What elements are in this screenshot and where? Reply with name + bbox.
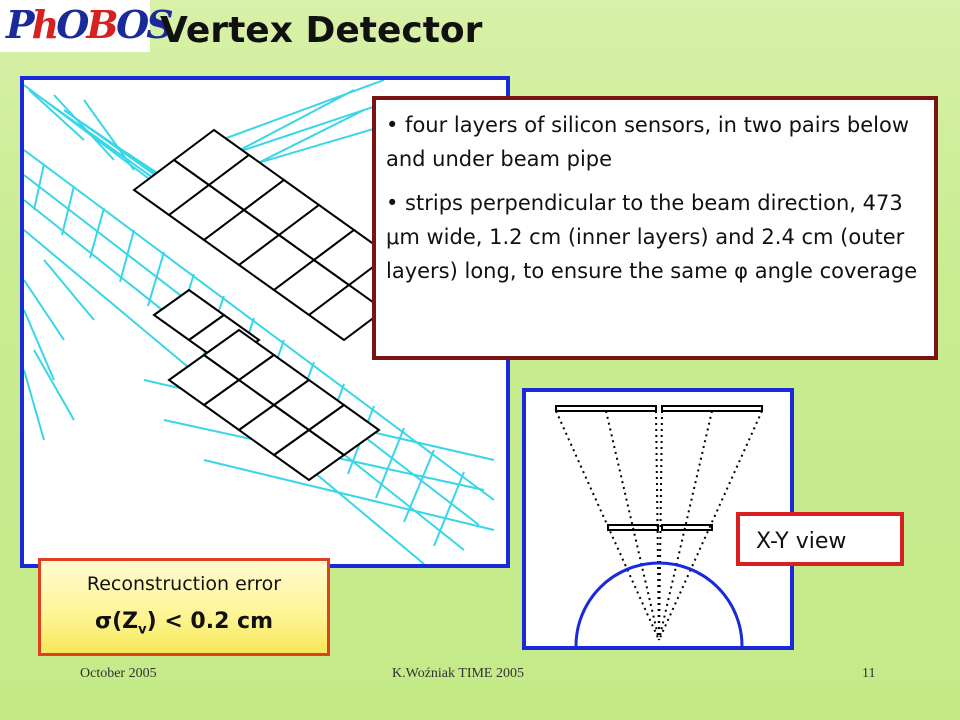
error-threshold: ) < 0.2 cm	[146, 609, 274, 634]
phobos-logo: PhOBOS	[0, 0, 174, 52]
reconstruction-error-value: σ(Zv) < 0.2 cm	[41, 609, 327, 637]
detector-3d-drawing	[23, 79, 495, 565]
footer-date: October 2005	[80, 666, 157, 681]
description-box: • four layers of silicon sensors, in two…	[372, 96, 938, 360]
reconstruction-error-label: Reconstruction error	[86, 573, 282, 595]
footer-page-number: 11	[862, 666, 876, 681]
bullet-layers: • four layers of silicon sensors, in two…	[386, 113, 909, 171]
vertex-subscript: v	[138, 622, 147, 638]
reconstruction-error-box: Reconstruction error σ(Zv) < 0.2 cm	[38, 558, 330, 656]
bullet-strips: • strips perpendicular to the beam direc…	[386, 191, 918, 283]
slide-title: Vertex Detector	[160, 10, 483, 51]
xy-view-panel	[522, 388, 794, 650]
phobos-logo-text: PhOBOS	[6, 2, 174, 47]
sigma-symbol: σ(Z	[94, 609, 139, 634]
xy-view-drawing	[555, 405, 763, 647]
footer-author: K.Woźniak TIME 2005	[392, 666, 524, 681]
xy-view-label: X-Y view	[736, 512, 904, 566]
